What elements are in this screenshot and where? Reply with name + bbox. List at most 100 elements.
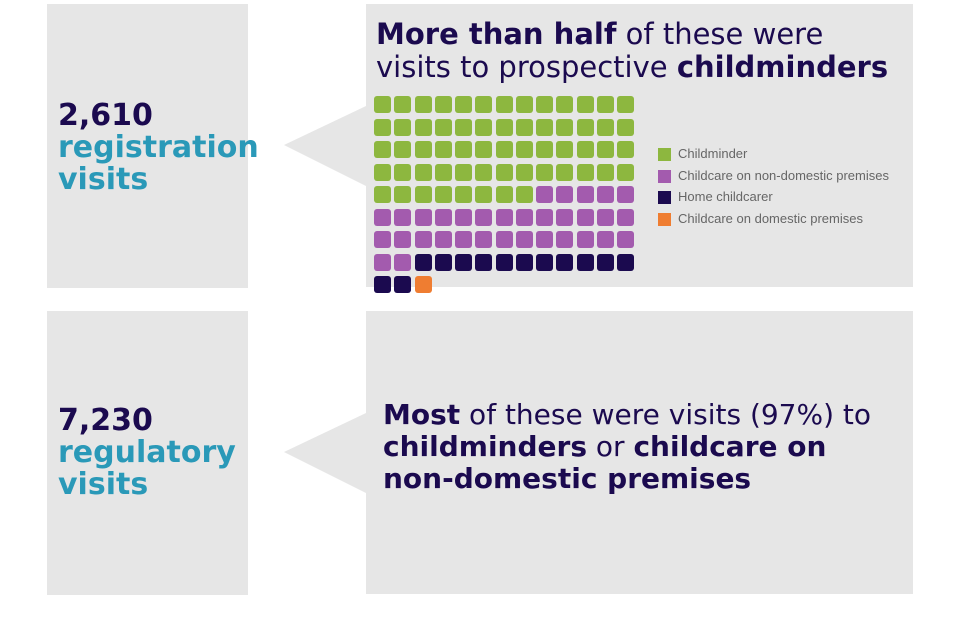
regulatory-headline-line3: non-domestic premises — [383, 463, 871, 495]
waffle-cell — [434, 96, 452, 113]
waffle-cell — [434, 231, 452, 248]
waffle-cell — [394, 96, 412, 113]
waffle-cell — [596, 163, 614, 181]
waffle-cell — [374, 96, 391, 113]
regulatory-headline-text2: or — [586, 430, 634, 463]
top-callout-pointer — [284, 106, 366, 186]
waffle-cell — [617, 253, 634, 271]
waffle-cell — [475, 96, 493, 113]
waffle-cell — [455, 163, 472, 181]
registration-label-line1: registration — [58, 130, 259, 165]
waffle-cell — [617, 118, 634, 136]
waffle-cell — [576, 141, 594, 158]
waffle-cell — [475, 186, 493, 203]
legend-swatch — [658, 148, 671, 161]
registration-stat: 2,610 registration visits — [58, 100, 259, 196]
waffle-cell — [556, 118, 574, 136]
waffle-cell — [617, 231, 634, 248]
regulatory-label-line2: visits — [58, 467, 149, 502]
waffle-cell — [434, 186, 452, 203]
waffle-cell — [596, 186, 614, 203]
waffle-cell — [596, 96, 614, 113]
waffle-cell — [394, 253, 412, 271]
waffle-cell — [576, 231, 594, 248]
waffle-cell — [434, 141, 452, 158]
waffle-headline-line2: visits to prospective childminders — [376, 51, 888, 84]
waffle-cell — [536, 118, 553, 136]
waffle-cell — [515, 231, 533, 248]
waffle-cell — [475, 118, 493, 136]
waffle-cell — [495, 163, 513, 181]
registration-count: 2,610 — [58, 98, 153, 133]
waffle-cell — [495, 253, 513, 271]
waffle-cell — [556, 96, 574, 113]
regulatory-headline-bold4: non-domestic premises — [383, 462, 752, 495]
waffle-cell — [495, 118, 513, 136]
waffle-headline-bold2: childminders — [676, 50, 889, 84]
waffle-headline: More than half of these were visits to p… — [376, 18, 888, 84]
waffle-cell — [556, 186, 574, 203]
regulatory-text-panel — [366, 311, 913, 594]
waffle-cell — [495, 231, 513, 248]
waffle-cell — [536, 163, 553, 181]
waffle-cell — [414, 231, 432, 248]
waffle-cell — [434, 118, 452, 136]
waffle-cell — [515, 253, 533, 271]
regulatory-stat: 7,230 regulatory visits — [58, 405, 236, 501]
waffle-cell — [576, 253, 594, 271]
waffle-cell — [536, 208, 553, 226]
waffle-cell — [556, 253, 574, 271]
legend-swatch — [658, 212, 671, 226]
waffle-cell — [414, 141, 432, 158]
waffle-cell — [617, 163, 634, 181]
waffle-cell — [374, 141, 391, 158]
waffle-cell — [374, 253, 391, 271]
waffle-cell — [475, 253, 493, 271]
bottom-callout-pointer — [284, 413, 366, 493]
waffle-cell — [536, 141, 553, 158]
waffle-headline-text2: visits to prospective — [376, 50, 677, 84]
waffle-cell — [536, 186, 553, 203]
regulatory-headline-bold1: Most — [383, 398, 461, 431]
waffle-cell — [596, 141, 614, 158]
waffle-cell — [374, 208, 391, 226]
waffle-cell — [455, 96, 472, 113]
waffle-cell — [495, 208, 513, 226]
waffle-cell — [475, 208, 493, 226]
waffle-cell — [394, 276, 412, 293]
waffle-cell — [455, 141, 472, 158]
legend-label: Childminder — [678, 146, 748, 161]
legend-swatch — [658, 191, 671, 204]
waffle-cell — [596, 231, 614, 248]
waffle-cell — [515, 163, 533, 181]
legend-swatch — [658, 169, 671, 183]
regulatory-headline-text1: of these were visits (97%) to — [460, 398, 872, 431]
waffle-cell — [394, 141, 412, 158]
regulatory-headline: Most of these were visits (97%) to child… — [383, 399, 871, 495]
waffle-cell — [576, 163, 594, 181]
waffle-cell — [414, 163, 432, 181]
regulatory-stat-panel — [47, 311, 248, 595]
waffle-cell — [617, 141, 634, 158]
registration-label-line2: visits — [58, 162, 149, 197]
registration-stat-panel — [47, 4, 248, 288]
waffle-cell — [414, 253, 432, 271]
regulatory-label-line1: regulatory — [58, 435, 236, 470]
waffle-cell — [455, 186, 472, 203]
waffle-cell — [515, 118, 533, 136]
waffle-cell — [556, 141, 574, 158]
regulatory-count: 7,230 — [58, 403, 153, 438]
waffle-headline-bold1: More than half — [376, 17, 617, 51]
waffle-cell — [536, 96, 553, 113]
waffle-cell — [576, 208, 594, 226]
waffle-cell — [455, 253, 472, 271]
waffle-cell — [515, 208, 533, 226]
waffle-cell — [434, 253, 452, 271]
waffle-cell — [414, 96, 432, 113]
waffle-cell — [374, 276, 391, 293]
regulatory-headline-bold2: childminders — [383, 430, 587, 463]
waffle-cell — [515, 186, 533, 203]
waffle-cell — [414, 186, 432, 203]
legend-label: Childcare on non-domestic premises — [678, 167, 889, 183]
waffle-cell — [394, 163, 412, 181]
